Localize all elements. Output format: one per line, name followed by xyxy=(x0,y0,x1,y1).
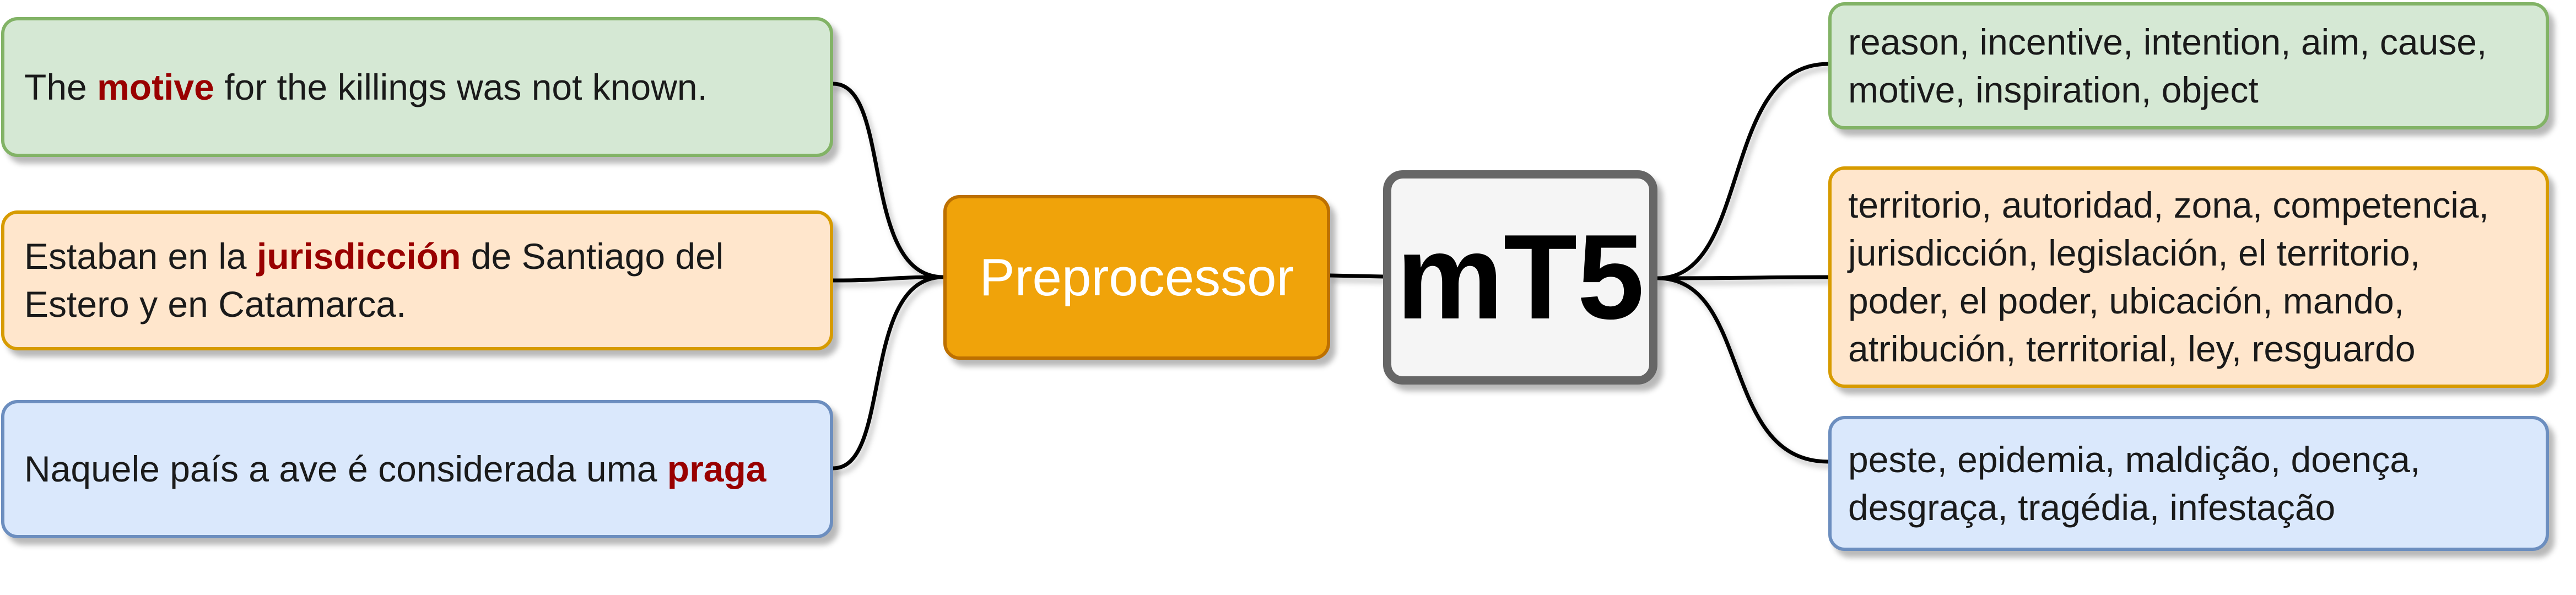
keyword-jurisdiccion: jurisdicción xyxy=(256,236,461,277)
connector-model-to-output-2 xyxy=(1655,275,1830,280)
output-candidates-portuguese: peste, epidemia, maldição, doença, desgr… xyxy=(1848,439,2421,528)
preprocessor-label: Preprocessor xyxy=(979,247,1294,307)
keyword-praga: praga xyxy=(667,448,766,489)
input-sentence-spanish: Estaban en la jurisdicción de Santiago d… xyxy=(24,236,724,324)
connector-input-1-to-preprocessor xyxy=(831,82,946,279)
output-box-english: reason, incentive, intention, aim, cause… xyxy=(1828,2,2549,129)
keyword-motive: motive xyxy=(97,66,214,107)
model-label: mT5 xyxy=(1396,210,1645,344)
output-box-spanish: territorio, autoridad, zona, competencia… xyxy=(1828,166,2549,388)
model-box: mT5 xyxy=(1383,170,1657,385)
input-sentence-portuguese: Naquele país a ave é considerada uma pra… xyxy=(24,448,766,489)
preprocessor-box: Preprocessor xyxy=(943,195,1330,360)
connector-preprocessor-to-model xyxy=(1328,273,1385,279)
output-box-portuguese: peste, epidemia, maldição, doença, desgr… xyxy=(1828,416,2549,551)
input-sentence-english: The motive for the killings was not know… xyxy=(24,66,708,107)
input-box-portuguese: Naquele país a ave é considerada uma pra… xyxy=(1,400,833,538)
connector-input-2-to-preprocessor xyxy=(831,275,946,283)
input-box-english: The motive for the killings was not know… xyxy=(1,17,833,157)
connector-input-3-to-preprocessor xyxy=(831,275,946,470)
output-candidates-english: reason, incentive, intention, aim, cause… xyxy=(1848,21,2487,110)
output-candidates-spanish: territorio, autoridad, zona, competencia… xyxy=(1848,185,2489,369)
input-box-spanish: Estaban en la jurisdicción de Santiago d… xyxy=(1,210,833,350)
connector-model-to-output-1 xyxy=(1655,62,1830,280)
connector-model-to-output-3 xyxy=(1655,276,1830,464)
